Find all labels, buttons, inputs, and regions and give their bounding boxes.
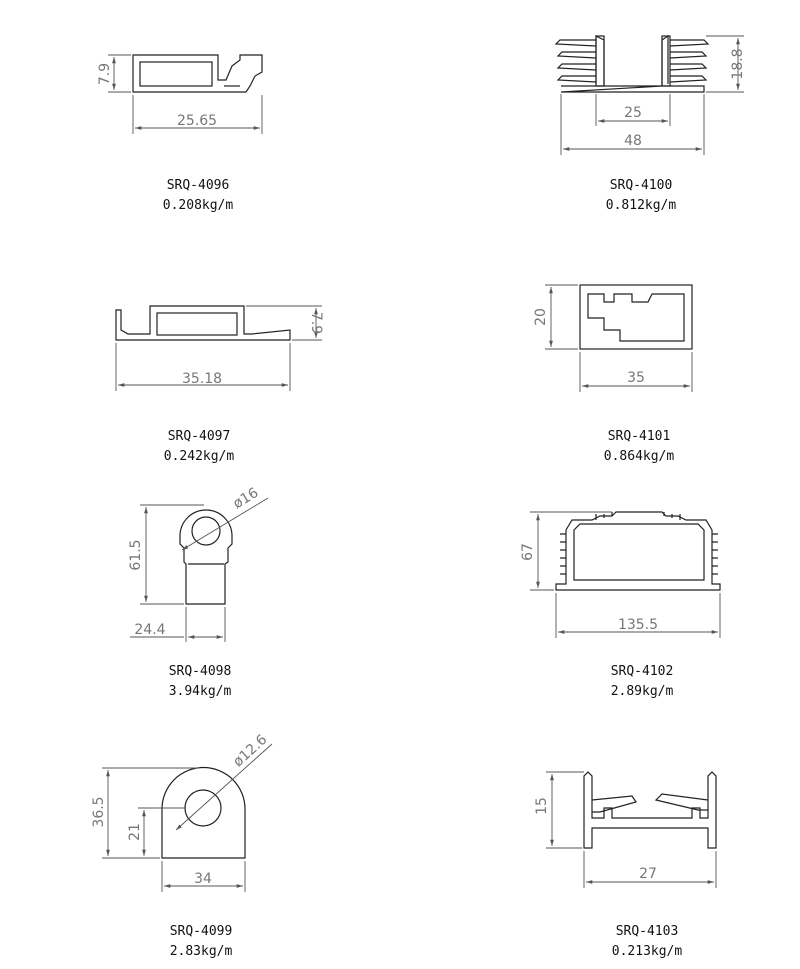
dims-srq-4101: [545, 284, 693, 392]
profile-code: SRQ-4102: [610, 664, 674, 679]
profile-outline: [115, 305, 291, 341]
dims-srq-4102: [530, 511, 721, 638]
bore-hole: [184, 789, 222, 827]
dims-srq-4099: [102, 743, 273, 892]
dim-width-label: 27: [639, 866, 657, 882]
dims-srq-4103: [546, 771, 717, 888]
dim-height-label: 67: [520, 543, 536, 561]
profile-srq-4102: [555, 511, 721, 591]
dim-center-height-label: 21: [127, 823, 143, 841]
dims-srq-4100: [560, 35, 744, 155]
profile-srq-4099: [161, 766, 246, 859]
profile-inner-cavity: [139, 61, 213, 87]
dim-width-label: 48: [624, 133, 642, 149]
dim-height-label: 7.9: [97, 63, 113, 85]
profile-code: SRQ-4103: [615, 924, 679, 939]
dim-width-label: 35: [627, 370, 645, 386]
dim-height-label: 61.5: [128, 539, 144, 570]
profile-outline: [161, 766, 246, 859]
profile-code: SRQ-4100: [609, 178, 673, 193]
dim-height-label: 18.8: [730, 48, 746, 79]
profile-outline: [132, 54, 263, 93]
dims-srq-4096: [108, 54, 263, 134]
dim-width-label: 25.65: [177, 113, 217, 129]
dims-srq-4097: [115, 305, 322, 391]
profile-weight: 3.94kg/m: [168, 684, 232, 699]
profile-code: SRQ-4097: [167, 429, 231, 444]
profile-weight: 0.812kg/m: [605, 198, 677, 213]
caption-srq-4103: SRQ-4103 0.213kg/m: [557, 922, 737, 962]
profile-srq-4096: [132, 54, 263, 93]
bore-hole: [191, 516, 221, 546]
dims-srq-4098: [130, 497, 269, 642]
dim-height-label: 7.9: [308, 312, 324, 334]
dim-height-label: 15: [534, 797, 550, 815]
dim-height-label: 20: [533, 308, 549, 326]
profile-outline: [555, 511, 721, 591]
profile-srq-4103: [583, 771, 717, 849]
profile-weight: 2.83kg/m: [169, 944, 233, 959]
profile-weight: 0.208kg/m: [162, 198, 234, 213]
profile-outline: [583, 771, 717, 849]
profile-srq-4101: [579, 284, 693, 350]
profile-outline: [179, 509, 233, 605]
profile-code: SRQ-4101: [607, 429, 671, 444]
caption-srq-4099: SRQ-4099 2.83kg/m: [111, 922, 291, 962]
dim-height-label: 36.5: [91, 796, 107, 827]
caption-srq-4101: SRQ-4101 0.864kg/m: [549, 427, 729, 467]
profile-weight: 0.864kg/m: [603, 449, 675, 464]
profile-code: SRQ-4098: [168, 664, 232, 679]
dim-width-label: 135.5: [618, 617, 658, 633]
caption-srq-4102: SRQ-4102 2.89kg/m: [552, 662, 732, 702]
profile-inner-cavity: [587, 293, 685, 342]
profile-srq-4100: [554, 34, 710, 93]
dim-width-label: 24.4: [134, 622, 165, 638]
dim-inner-width-label: 25: [624, 105, 642, 121]
profile-weight: 0.213kg/m: [611, 944, 683, 959]
profile-code: SRQ-4096: [166, 178, 230, 193]
profile-inner-cavity: [156, 312, 238, 336]
caption-srq-4098: SRQ-4098 3.94kg/m: [110, 662, 290, 702]
profile-weight: 0.242kg/m: [163, 449, 235, 464]
caption-srq-4100: SRQ-4100 0.812kg/m: [551, 176, 731, 216]
profile-srq-4097: [115, 305, 291, 341]
profile-srq-4098: [179, 509, 233, 605]
profile-outline: [579, 284, 693, 350]
profile-code: SRQ-4099: [169, 924, 233, 939]
profile-weight: 2.89kg/m: [610, 684, 674, 699]
dim-width-label: 35.18: [182, 371, 222, 387]
dim-diameter-label: ø16: [231, 485, 262, 512]
caption-srq-4097: SRQ-4097 0.242kg/m: [109, 427, 289, 467]
caption-srq-4096: SRQ-4096 0.208kg/m: [108, 176, 288, 216]
dim-width-label: 34: [194, 871, 212, 887]
